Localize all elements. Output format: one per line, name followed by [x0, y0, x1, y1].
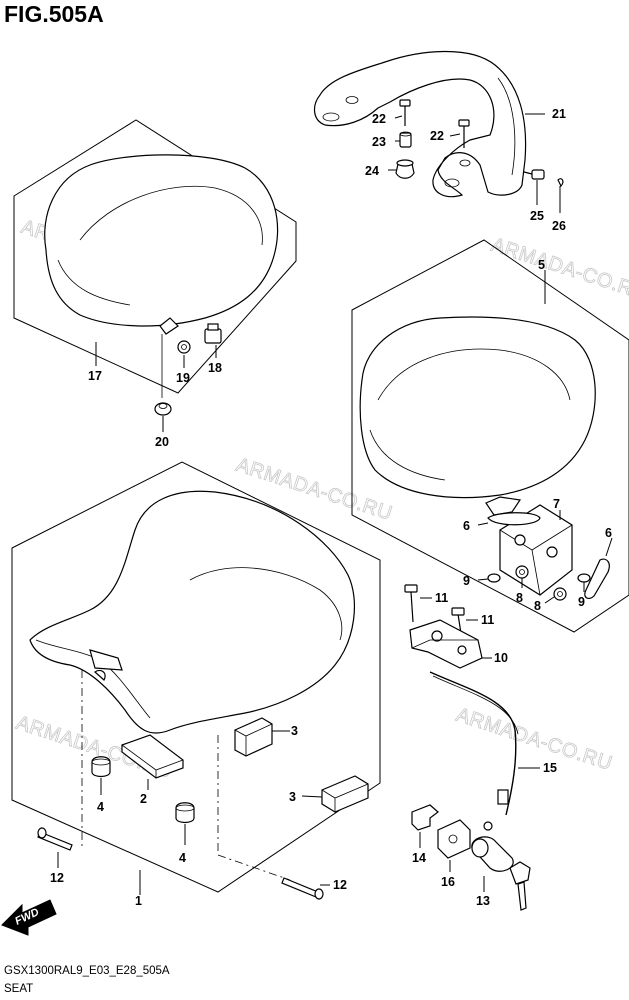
callout-10: 10 — [494, 651, 508, 665]
cushion-4-right — [175, 802, 195, 824]
passenger-seat-17 — [44, 154, 279, 327]
callout-4-right: 4 — [179, 851, 186, 865]
callout-24: 24 — [365, 164, 379, 178]
cushion-6-right — [584, 558, 610, 600]
rear-seat-frame — [351, 239, 629, 633]
bolt-11-left — [404, 584, 418, 593]
cushion-4-left — [91, 756, 111, 778]
callout-3-upper: 3 — [291, 724, 298, 738]
callout-22-right: 22 — [430, 129, 444, 143]
callout-15: 15 — [543, 761, 557, 775]
callout-18: 18 — [208, 361, 222, 375]
callout-12-right: 12 — [333, 878, 347, 892]
nut-8-right — [553, 587, 567, 601]
callout-17: 17 — [88, 369, 102, 383]
callout-9-left: 9 — [463, 574, 470, 588]
bolt-22-left — [399, 99, 411, 107]
collar-23 — [399, 132, 412, 148]
callout-25: 25 — [530, 209, 544, 223]
cushion-20 — [154, 402, 172, 416]
rear-seat-group: 5 7 6 6 9 8 8 9 — [351, 239, 629, 633]
callout-22-left: 22 — [372, 112, 386, 126]
figure-title: FIG.505A — [4, 1, 104, 27]
callout-3-lower: 3 — [289, 790, 296, 804]
callout-1: 1 — [135, 894, 142, 908]
callout-8-right: 8 — [534, 599, 541, 613]
bolt-11-right — [451, 607, 465, 616]
callout-8-left: 8 — [516, 591, 523, 605]
grommet-24 — [395, 163, 415, 179]
callout-23: 23 — [372, 135, 386, 149]
callout-2: 2 — [140, 792, 147, 806]
figure-caption: SEAT — [4, 983, 33, 995]
callout-19: 19 — [176, 371, 190, 385]
callout-20: 20 — [155, 435, 169, 449]
front-seat-1 — [29, 490, 356, 734]
bolt-25 — [531, 169, 545, 180]
rear-seat-5 — [359, 316, 596, 499]
arrow-icon — [1, 899, 57, 936]
front-seat-group: 2 3 3 4 4 12 12 1 — [11, 461, 381, 908]
callout-21: 21 — [552, 107, 566, 121]
bolt-12-right — [281, 877, 319, 898]
callout-4-left: 4 — [97, 800, 104, 814]
callout-6-right: 6 — [605, 526, 612, 540]
watermark-2: ARMADA-CO.RU — [488, 234, 629, 305]
washer-9-right — [577, 573, 591, 583]
figure-code: GSX1300RAL9_E03_E28_505A — [4, 965, 170, 977]
callout-6-left: 6 — [463, 519, 470, 533]
callout-9-right: 9 — [578, 595, 585, 609]
callout-13: 13 — [476, 894, 490, 908]
seat-lock-cable-15 — [429, 671, 517, 816]
grab-handle-group: 22 23 24 22 21 25 26 — [314, 50, 566, 233]
bolt-22-right — [458, 119, 470, 127]
washer-9-left — [487, 573, 501, 583]
passenger-seat-group: 17 19 18 20 — [13, 119, 297, 449]
nut-8-left — [515, 565, 529, 579]
holder-14 — [411, 804, 439, 831]
bracket-16 — [437, 819, 471, 859]
key-13 — [517, 881, 527, 911]
callout-14: 14 — [412, 851, 426, 865]
callout-11-left: 11 — [435, 591, 448, 605]
pillion-handle-21 — [314, 50, 527, 198]
seat-lock-group: 11 11 10 15 14 16 13 — [404, 584, 557, 911]
callout-26: 26 — [552, 219, 566, 233]
nut-19 — [177, 340, 191, 354]
damper-2 — [121, 734, 184, 779]
callout-11-right: 11 — [481, 613, 494, 627]
clip-26 — [557, 178, 564, 188]
passenger-seat-frame — [13, 119, 297, 394]
callout-7: 7 — [553, 497, 560, 511]
callout-16: 16 — [441, 875, 455, 889]
watermark-4: ARMADA-CO.RU — [453, 704, 615, 775]
fwd-arrow: FWD — [1, 899, 57, 936]
callout-12-left: 12 — [50, 871, 64, 885]
cushion-3-upper — [234, 717, 273, 757]
cushion-18 — [204, 328, 222, 344]
seat-lock-10 — [409, 619, 483, 669]
cushion-6-left — [487, 512, 541, 526]
callout-5: 5 — [538, 258, 545, 272]
front-seat-frame — [11, 461, 381, 893]
